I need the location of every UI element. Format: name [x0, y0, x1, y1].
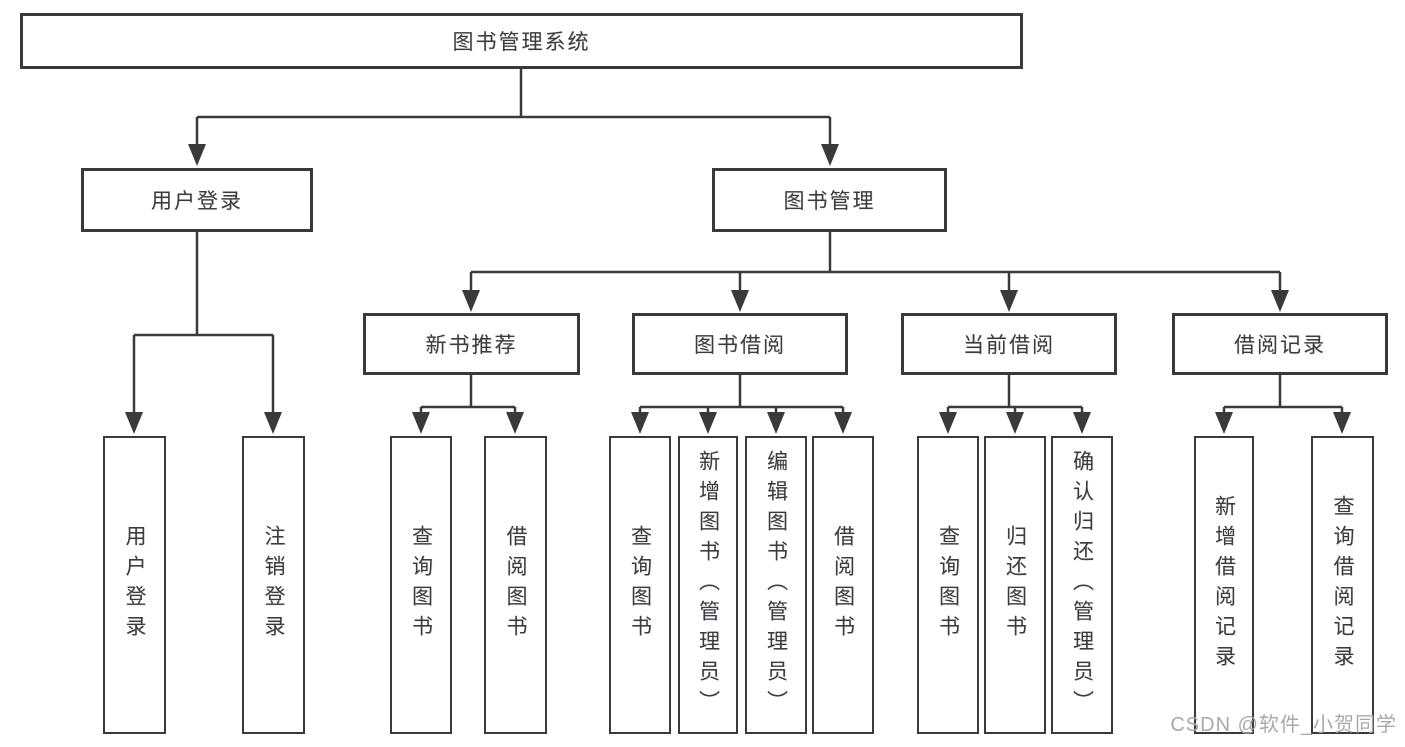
- node-label: 图书管理系统: [452, 31, 591, 54]
- arrowhead: [188, 144, 206, 166]
- leaf-add-borrow-record: 新增借阅记录: [1194, 436, 1254, 734]
- leaf-label: 新增借阅记录: [1212, 495, 1236, 675]
- node-book-borrowing: 图书借阅: [632, 313, 848, 375]
- arrowhead: [1073, 412, 1091, 434]
- node-book-management: 图书管理: [712, 168, 947, 232]
- leaf-label: 查询图书: [409, 525, 433, 645]
- arrowhead: [699, 412, 717, 434]
- leaf-label: 注销登录: [262, 525, 285, 645]
- node-label: 图书管理: [783, 190, 876, 213]
- leaf-label: 查询借阅记录: [1331, 495, 1354, 675]
- leaf-logout: 注销登录: [242, 436, 305, 734]
- arrowhead: [631, 412, 649, 434]
- arrowhead: [731, 290, 749, 312]
- leaf-label: 编辑图书（管理员）: [764, 450, 788, 720]
- leaf-user-login: 用户登录: [103, 436, 166, 734]
- arrowhead: [821, 144, 839, 166]
- arrowhead: [834, 412, 852, 434]
- leaf-add-book-admin: 新增图书（管理员）: [678, 436, 738, 734]
- node-label: 新书推荐: [425, 334, 518, 357]
- node-label: 借阅记录: [1234, 334, 1326, 357]
- node-label: 图书借阅: [694, 334, 786, 357]
- arrowhead: [767, 412, 785, 434]
- leaf-query-books-borrowing: 查询图书: [609, 436, 671, 734]
- leaf-label: 借阅图书: [504, 525, 527, 645]
- leaf-borrow-books-borrowing: 借阅图书: [812, 436, 874, 734]
- node-library-management-system: 图书管理系统: [20, 13, 1023, 69]
- arrowhead: [1006, 412, 1024, 434]
- arrowhead: [1271, 290, 1289, 312]
- arrowheads: [125, 144, 1351, 434]
- leaf-confirm-return-admin: 确认归还（管理员）: [1051, 436, 1113, 734]
- arrowhead: [939, 412, 957, 434]
- leaf-label: 查询图书: [936, 525, 960, 645]
- arrowhead: [264, 412, 282, 434]
- node-new-book-recommend: 新书推荐: [363, 313, 580, 375]
- leaf-query-books-recommend: 查询图书: [390, 436, 452, 734]
- arrowhead: [1333, 412, 1351, 434]
- leaf-label: 借阅图书: [831, 525, 855, 645]
- leaf-edit-book-admin: 编辑图书（管理员）: [745, 436, 807, 734]
- arrowhead: [1215, 412, 1233, 434]
- leaf-label: 归还图书: [1003, 525, 1027, 645]
- leaf-label: 查询图书: [628, 525, 652, 645]
- arrowhead: [1000, 290, 1018, 312]
- leaf-return-books: 归还图书: [984, 436, 1046, 734]
- node-label: 用户登录: [151, 190, 243, 213]
- leaf-query-borrow-record: 查询借阅记录: [1311, 436, 1374, 734]
- leaf-label: 新增图书（管理员）: [696, 450, 720, 720]
- leaf-borrow-books-recommend: 借阅图书: [484, 436, 547, 734]
- leaf-label: 用户登录: [123, 525, 146, 645]
- node-user-login: 用户登录: [81, 168, 313, 232]
- arrowhead: [462, 290, 480, 312]
- node-current-borrowing: 当前借阅: [901, 313, 1117, 375]
- arrowhead: [506, 412, 524, 434]
- arrowhead: [125, 412, 143, 434]
- node-label: 当前借阅: [963, 334, 1055, 357]
- connector-lines: [132, 69, 1344, 415]
- csdn-watermark: CSDN @软件_小贺同学: [1170, 714, 1397, 736]
- leaf-label: 确认归还（管理员）: [1070, 450, 1094, 720]
- node-borrowing-records: 借阅记录: [1172, 313, 1388, 375]
- arrowhead: [412, 412, 430, 434]
- leaf-query-books-current: 查询图书: [917, 436, 979, 734]
